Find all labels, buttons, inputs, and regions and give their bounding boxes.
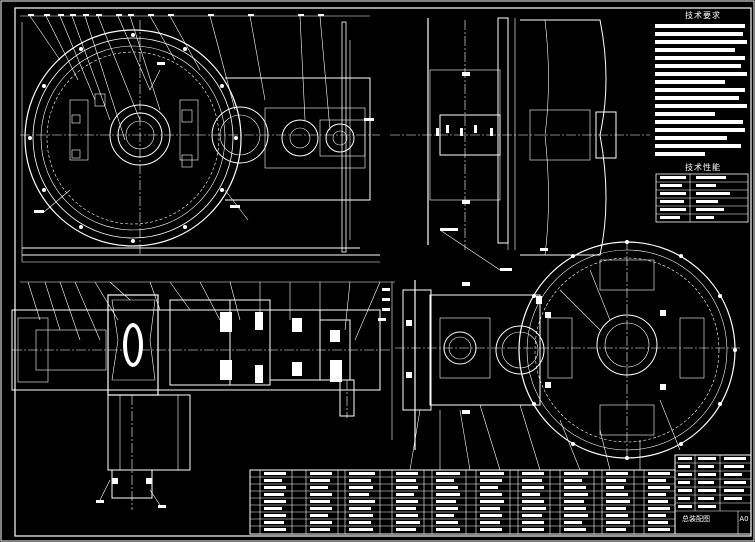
side-view-shaft — [390, 17, 650, 271]
parts-list-entries — [264, 472, 670, 531]
tech-requirements-block: 技术要求 技术性能 — [655, 10, 749, 223]
tech-spec-title: 技术性能 — [685, 162, 721, 172]
title-block: 总装配图 A0 — [674, 454, 752, 535]
title-block-label: 总装配图 — [682, 514, 710, 523]
plan-view-gearbox — [395, 240, 740, 471]
sectional-view-gear-train — [11, 281, 395, 510]
front-view-gearbox — [20, 14, 380, 263]
inner-frame — [14, 7, 752, 537]
parts-list-table — [249, 469, 676, 535]
tech-requirements-title: 技术要求 — [685, 10, 721, 20]
scale-label: A0 — [739, 515, 748, 523]
